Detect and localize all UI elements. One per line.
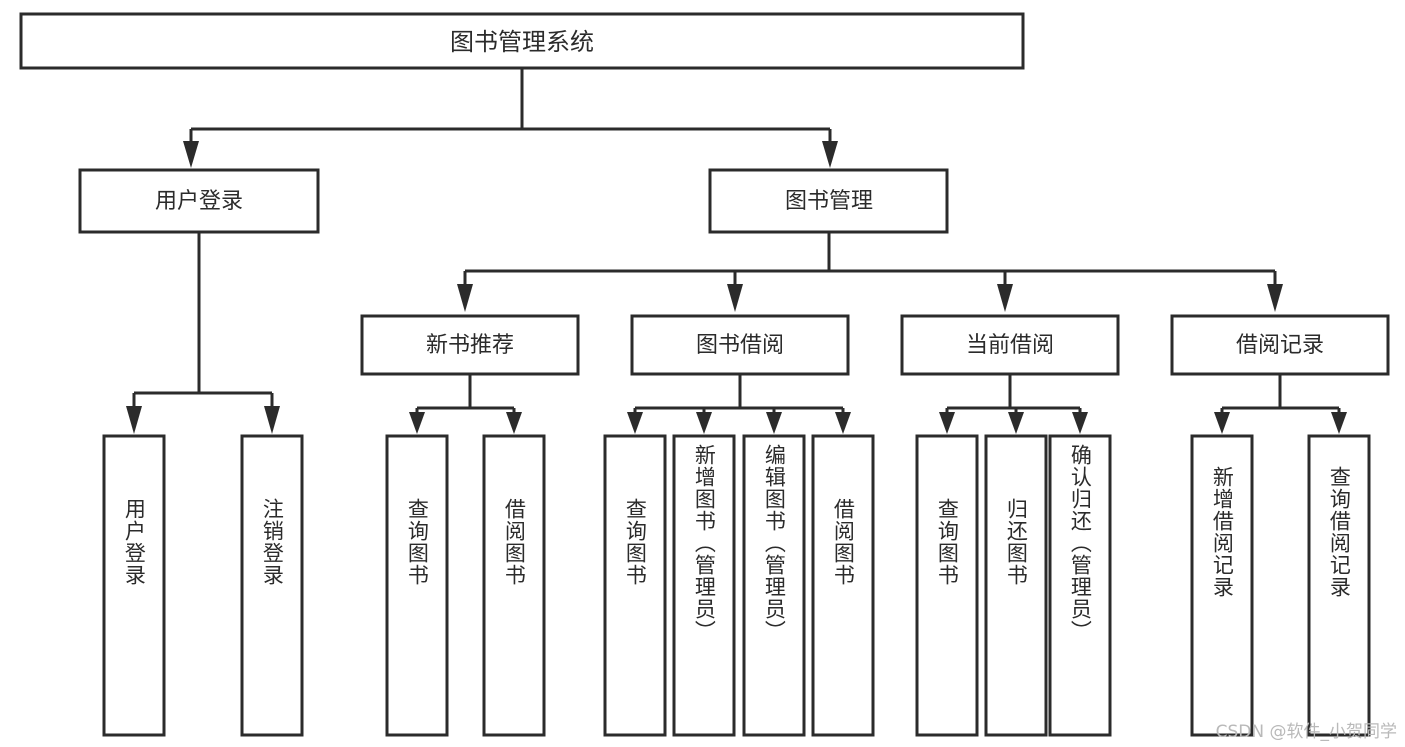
arrow-head-icon <box>1267 284 1283 312</box>
arrow-head-icon <box>1008 412 1024 434</box>
arrow-head-icon <box>997 284 1013 312</box>
arrow-head-icon <box>835 412 851 434</box>
leaf-box-book-borrow-2[interactable] <box>742 434 806 737</box>
arrow-head-icon <box>696 412 712 434</box>
node-new-book-recommend-box[interactable] <box>360 314 580 376</box>
arrow-head-icon <box>939 412 955 434</box>
leaf-box-current-borrow-2[interactable] <box>1048 434 1112 737</box>
leaf-box-user-login-1[interactable] <box>240 434 304 737</box>
leaf-box-current-borrow-1[interactable] <box>984 434 1048 737</box>
arrow-head-icon <box>766 412 782 434</box>
arrow-head-icon <box>1214 412 1230 434</box>
node-book-management-label: 图书管理 <box>785 189 873 214</box>
arrow-head-icon <box>627 412 643 434</box>
leaf-box-new-book-1[interactable] <box>482 434 546 737</box>
node-root-box[interactable] <box>19 12 1025 70</box>
arrow-head-icon <box>457 284 473 312</box>
connector-user-login-to-leaves <box>126 232 280 434</box>
leaf-box-borrow-record-0[interactable] <box>1190 434 1254 737</box>
connector-root-to-level1 <box>183 68 838 168</box>
node-current-borrow-label: 当前借阅 <box>966 333 1054 358</box>
node-borrow-record[interactable]: 借阅记录 <box>1170 314 1390 376</box>
leaf-box-new-book-0[interactable] <box>385 434 449 737</box>
leaf-box-book-borrow-0[interactable] <box>603 434 667 737</box>
leaf-box-current-borrow-0[interactable] <box>915 434 979 737</box>
leaf-box-book-borrow-1[interactable] <box>672 434 736 737</box>
node-new-book-recommend-label: 新书推荐 <box>426 333 514 358</box>
connector-book-management-to-level2 <box>457 232 1283 312</box>
leaf-box-borrow-record-1[interactable] <box>1307 434 1371 737</box>
arrow-head-icon <box>822 141 838 168</box>
arrow-head-icon <box>126 406 142 434</box>
connector-book-borrow-to-leaves <box>627 374 851 434</box>
node-root[interactable]: 图书管理系统 <box>19 12 1025 70</box>
node-user-login[interactable]: 用户登录 <box>78 168 320 234</box>
node-book-borrow[interactable]: 图书借阅 <box>630 314 850 376</box>
arrow-head-icon <box>506 412 522 434</box>
leaf-box-user-login-0[interactable] <box>102 434 166 737</box>
node-book-borrow-label: 图书借阅 <box>696 333 784 358</box>
node-user-login-label: 用户登录 <box>155 189 243 214</box>
node-new-book-recommend[interactable]: 新书推荐 <box>360 314 580 376</box>
node-borrow-record-label: 借阅记录 <box>1236 333 1324 358</box>
connector-new-book-recommend-to-leaves <box>409 374 522 434</box>
leaf-box-book-borrow-3[interactable] <box>811 434 875 737</box>
connector-current-borrow-to-leaves <box>939 374 1088 434</box>
arrow-head-icon <box>409 412 425 434</box>
arrow-head-icon <box>1072 412 1088 434</box>
node-root-label: 图书管理系统 <box>450 28 594 56</box>
arrow-head-icon <box>183 141 199 168</box>
node-book-management[interactable]: 图书管理 <box>708 168 949 234</box>
node-user-login-box[interactable] <box>78 168 320 234</box>
arrow-head-icon <box>264 406 280 434</box>
arrow-head-icon <box>727 284 743 312</box>
node-current-borrow[interactable]: 当前借阅 <box>900 314 1120 376</box>
node-current-borrow-box[interactable] <box>900 314 1120 376</box>
arrow-head-icon <box>1331 412 1347 434</box>
connector-borrow-record-to-leaves <box>1214 374 1347 434</box>
